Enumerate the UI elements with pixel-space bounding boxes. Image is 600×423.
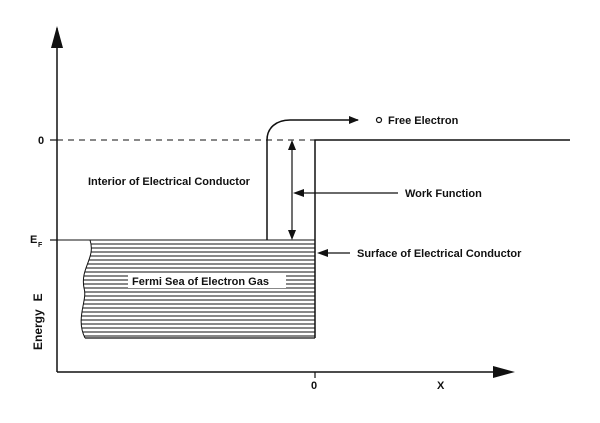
y-tick-zero: 0 [38, 135, 44, 147]
x-axis-arrowhead [493, 366, 515, 378]
surface-label: Surface of Electrical Conductor [357, 248, 522, 260]
y-axis-label: EnergyE [31, 293, 45, 350]
fermi-sea-label-bg [128, 273, 286, 288]
interior-label: Interior of Electrical Conductor [88, 176, 251, 188]
surface-pointer-arrowhead [317, 249, 328, 257]
y-tick-fermi: E [30, 234, 37, 246]
work-function-arrowhead-top [288, 140, 296, 150]
work-function-arrowhead-bottom [288, 230, 296, 240]
free-electron-dot [375, 116, 383, 124]
free-electron-label: Free Electron [388, 115, 459, 127]
y-tick-fermi-subscript: F [38, 242, 43, 249]
x-axis-label: X [437, 380, 445, 392]
electron-escape-path [266, 116, 359, 240]
fermi-sea-left-edge [80, 239, 92, 339]
fermi-sea-label: Fermi Sea of Electron Gas [132, 276, 269, 288]
x-tick-zero: 0 [311, 380, 317, 392]
work-function-pointer-arrowhead [293, 189, 304, 197]
potential-barrier [314, 139, 570, 338]
work-function-label: Work Function [405, 188, 482, 200]
y-axis-arrowhead [51, 26, 63, 48]
